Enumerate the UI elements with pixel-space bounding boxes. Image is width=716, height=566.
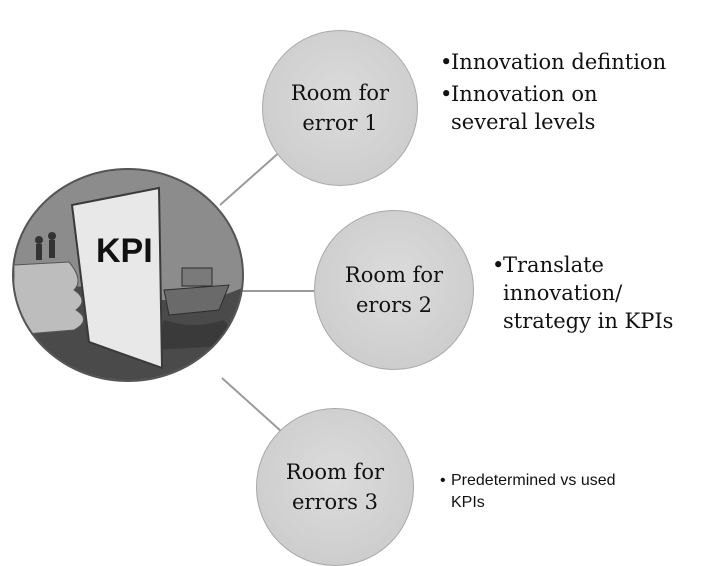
kpi-cartoon-image: KPI [12,168,244,382]
kpi-illustration: KPI [14,170,242,380]
kpi-label: KPI [96,232,153,270]
connector-line-1 [219,149,283,206]
node-1-bullets: Innovation defintion Innovation on sever… [440,48,700,140]
node-circle-2: Room for erors 2 [314,210,474,370]
node-2-bullets: Translate innovation/ strategy in KPIs [492,251,712,339]
node-2-bullet-1: Translate innovation/ strategy in KPIs [492,251,712,335]
node-circle-3: Room for errors 3 [256,408,414,566]
node-3-line-1: Room for [285,460,385,484]
node-1-line-1: Room for [290,81,390,105]
node-2-line-2: erors 2 [356,293,432,317]
node-1-bullet-2: Innovation on several levels [440,80,641,136]
node-circle-1: Room for error 1 [262,30,418,186]
node-2-line-1: Room for [344,263,444,287]
node-3-bullet-1: Predetermined vs used KPIs [440,470,640,514]
node-3-bullets: Predetermined vs used KPIs [440,470,640,518]
connector-line-3 [221,377,283,433]
node-3-line-2: errors 3 [291,490,378,514]
node-1-line-2: error 1 [302,111,378,135]
node-1-bullet-1: Innovation defintion [440,48,700,76]
